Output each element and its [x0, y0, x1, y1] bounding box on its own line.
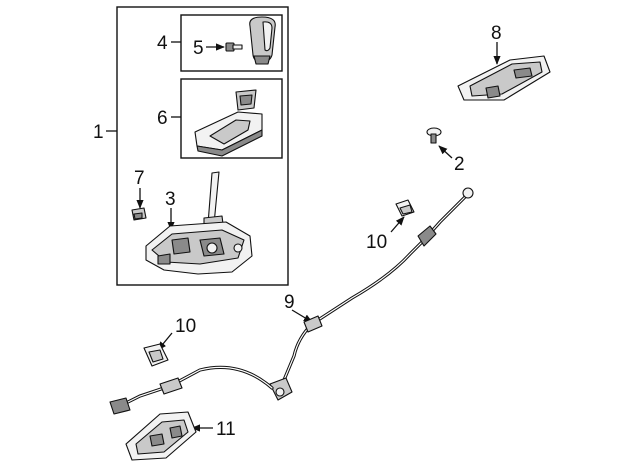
lower-cable-part	[109, 365, 274, 415]
knob-box	[180, 14, 283, 72]
clip-part-10-upper	[395, 199, 415, 217]
callout-9: 9	[284, 292, 295, 313]
assembly-box	[116, 6, 289, 286]
callout-11: 11	[216, 419, 236, 440]
callout-4: 4	[157, 33, 168, 54]
bolt-part	[426, 127, 442, 144]
screw-part	[225, 42, 243, 52]
shift-cable-part	[269, 187, 474, 401]
callout-8: 8	[491, 23, 502, 44]
shift-boot-part	[194, 89, 263, 157]
leader-2	[438, 145, 453, 159]
callout-5: 5	[193, 38, 204, 59]
clip-part-10-lower	[143, 343, 169, 367]
clip-part-7	[131, 207, 147, 221]
bracket-part-11	[125, 411, 197, 461]
boot-box	[180, 78, 283, 159]
shifter-base-part	[145, 171, 253, 275]
callout-10-upper: 10	[366, 232, 387, 253]
callout-2: 2	[454, 154, 465, 175]
callout-1: 1	[93, 122, 104, 143]
callout-3: 3	[165, 189, 176, 210]
callout-7: 7	[134, 168, 145, 189]
shift-knob-part	[249, 16, 276, 65]
bracket-part-8	[457, 55, 551, 101]
callout-6: 6	[157, 108, 168, 129]
callout-10-lower: 10	[175, 316, 196, 337]
leader-10a	[390, 216, 405, 233]
